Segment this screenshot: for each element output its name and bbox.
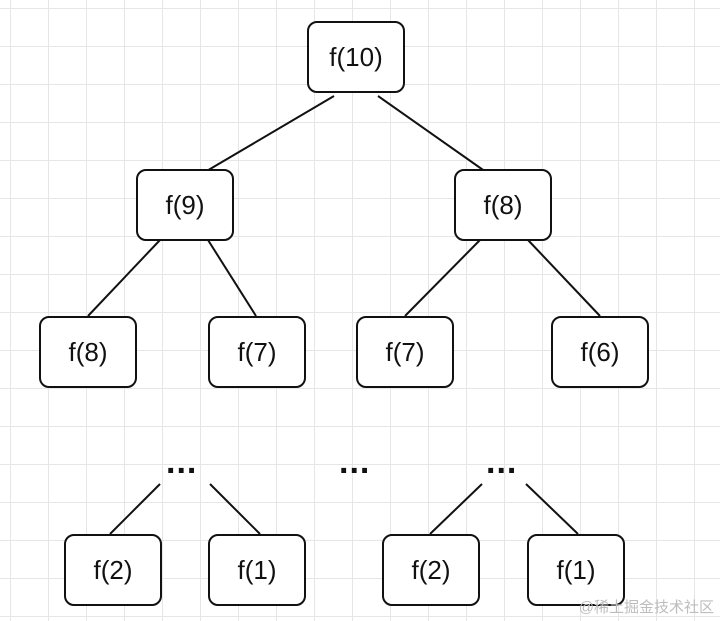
node-label: f(7) (237, 336, 277, 367)
node-label: f(7) (385, 336, 425, 367)
node-label: f(8) (483, 189, 523, 220)
node-label: f(2) (93, 554, 133, 585)
node-label: f(10) (329, 41, 383, 72)
node-label: f(2) (411, 554, 451, 585)
node-f6[interactable]: f(6) (551, 316, 649, 388)
node-label: f(1) (556, 554, 596, 585)
edge-root-right (377, 95, 487, 173)
ellipsis-left: ... (166, 443, 198, 481)
node-f1[interactable]: f(1) (527, 534, 625, 606)
node-f10[interactable]: f(10) (307, 21, 405, 93)
edge-dots1-f1 (209, 483, 261, 535)
node-label: f(8) (68, 336, 108, 367)
ellipsis-middle: ... (339, 443, 371, 481)
ellipsis-right: ... (486, 443, 518, 481)
edge-dots1-f2 (109, 483, 161, 535)
node-f9[interactable]: f(9) (136, 169, 234, 241)
node-f2[interactable]: f(2) (382, 534, 480, 606)
edge-dots3-f2 (429, 483, 483, 535)
node-f1[interactable]: f(1) (208, 534, 306, 606)
edge-root-left (204, 95, 335, 173)
node-f2[interactable]: f(2) (64, 534, 162, 606)
edge-f9-f7 (207, 239, 257, 317)
edge-f8-f6 (527, 239, 601, 317)
node-f8[interactable]: f(8) (454, 169, 552, 241)
node-f7[interactable]: f(7) (356, 316, 454, 388)
node-f7[interactable]: f(7) (208, 316, 306, 388)
node-label: f(9) (165, 189, 205, 220)
edge-f9-f8 (87, 239, 161, 317)
node-f8[interactable]: f(8) (39, 316, 137, 388)
watermark: @稀土掘金技术社区 (578, 599, 714, 616)
edge-f8-f7 (404, 239, 481, 317)
node-label: f(1) (237, 554, 277, 585)
edge-dots3-f1 (525, 483, 579, 535)
node-label: f(6) (580, 336, 620, 367)
